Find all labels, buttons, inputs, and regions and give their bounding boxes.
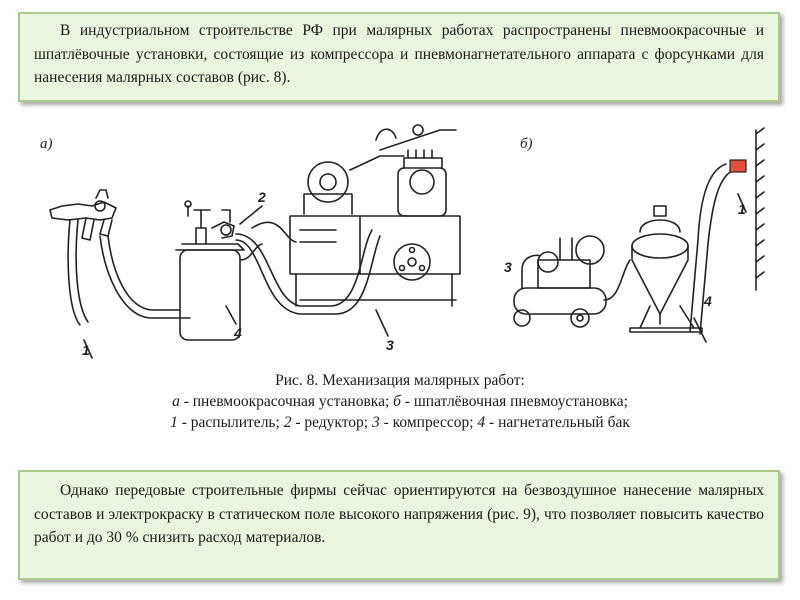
figure-8-drawing: а) б) 1 2 3 4 1 3 4 [40,124,765,359]
caption-line-2: а - пневмоокрасочная установка; б - шпат… [0,391,800,412]
caption-key-1: 1 [170,414,178,431]
callout-a-3: 3 [386,337,394,353]
cone-tank-drawing [629,205,703,333]
caption-key-2: 2 [283,414,292,431]
callout-b-3: 3 [504,259,512,275]
intro-text-box: В индустриальном строительстве РФ при ма… [18,12,780,102]
caption-text-3: - компрессор; [379,414,478,431]
compressor-a-drawing [289,124,461,307]
callout-a-2: 2 [257,189,266,205]
callout-b-4: 4 [703,293,712,309]
caption-line-3: 1 - распылитель; 2 - редуктор; 3 - компр… [0,412,800,433]
label-a: а) [40,136,53,152]
callout-a-4: 4 [233,325,242,341]
caption-text-a: - пневмоокрасочная установка; [179,393,394,410]
intro-paragraph: В индустриальном строительстве РФ при ма… [34,22,764,86]
nozzle-icon [729,159,747,173]
caption-text-1: - распылитель; [177,414,284,431]
caption-key-b: б [393,393,401,410]
pressure-tank-drawing [175,200,263,341]
caption-text-b: - шпатлёвочная пневмоустановка; [400,393,628,410]
caption-text-4: - нагнетательный бак [485,414,630,431]
caption-key-4: 4 [477,414,486,431]
label-b: б) [520,136,533,152]
figure-caption: Рис. 8. Механизация малярных работ: а - … [0,370,800,433]
caption-key-3: 3 [372,414,380,431]
callout-b-1: 1 [738,201,746,217]
spray-gun-drawing [49,189,191,359]
compressor-b-drawing [513,235,631,328]
caption-title: Рис. 8. Механизация малярных работ: [275,372,525,389]
wall-drawing [755,127,765,291]
conclusion-paragraph: Однако передовые строительные фирмы сейч… [34,482,764,546]
callout-a-1: 1 [82,342,90,358]
caption-key-a: а [172,393,180,410]
caption-text-2: - редуктор; [291,414,372,431]
conclusion-text-box: Однако передовые строительные фирмы сейч… [18,470,780,580]
